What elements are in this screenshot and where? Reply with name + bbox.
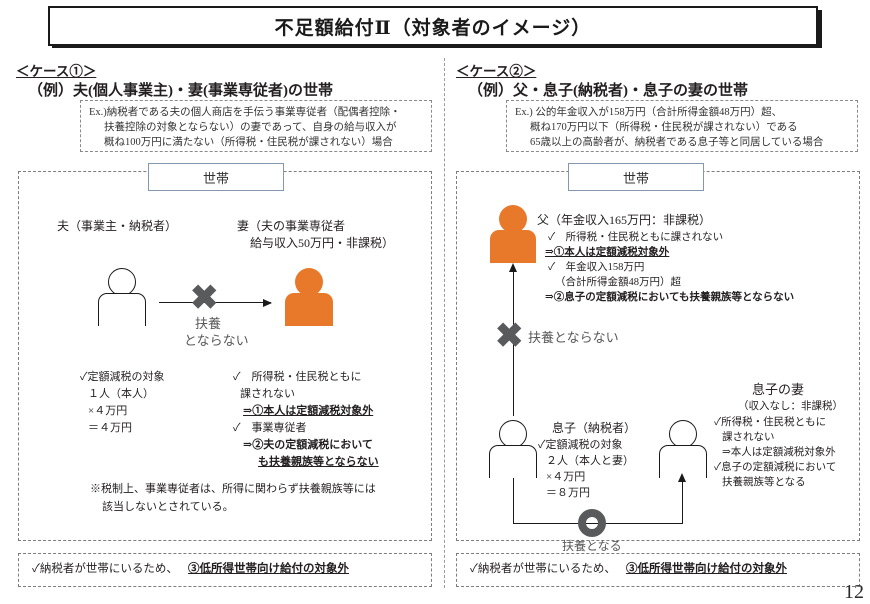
case2-father-figure: [490, 205, 536, 263]
case1-husband-label: 夫（事業主・納税者）: [57, 219, 178, 233]
case2-son-bullet-2: ２人（本人と妻）: [546, 455, 634, 467]
case1-household-tab: 世帯: [148, 163, 284, 191]
case1-left-bullet-4: ＝４万円: [88, 422, 132, 434]
case2-son-bullet-1: ✓定額減税の対象: [538, 439, 623, 451]
page-number: 12: [844, 581, 864, 603]
case2-father-bullet-4: （合計所得金額48万円）超: [555, 277, 681, 288]
case1-right-bullet-5: ⇒②夫の定額減税において: [243, 439, 373, 451]
case1-conclusion-panel: [18, 553, 432, 587]
case1-x-mark-icon: ✖: [190, 280, 219, 317]
case2-ex-line-1: Ex.) 公的年金収入が158万円（合計所得金額48万円）超、: [515, 107, 783, 118]
case1-ex-line-1: Ex.)納税者である夫の個人商店を手伝う事業専従者（配偶者控除・: [89, 107, 401, 118]
case1-right-bullet-3: ⇒①本人は定額減税対象外: [243, 405, 374, 417]
case2-wife-figure: [659, 420, 707, 478]
case1-right-bullet-4: ✓ 事業専従者: [233, 422, 307, 434]
case2-conclusion-panel: [456, 553, 860, 587]
case1-ex-line-3: 概ね100万円に満たない（所得税・住民税が課されない）場合: [104, 137, 393, 148]
case2-ex-line-2: 概ね170万円以下（所得税・住民税が課されない）である: [530, 122, 798, 133]
case2-conclusion-prefix: ✓納税者が世帯にいるため、: [470, 563, 616, 575]
case1-label: ＜ケース①＞: [16, 64, 97, 79]
case2-household-label: 世帯: [622, 170, 649, 186]
case1-note-line1: ※税制上、事業専従者は、所得に関わらず扶養親族等には: [90, 483, 376, 495]
case1-wife-label-line2: 給与収入50万円・非課税）: [250, 236, 395, 250]
case2-father-bullet-3: ✓ 年金収入158万円: [548, 262, 645, 273]
case2-wife-dependency-arrow: [677, 473, 686, 524]
case2-wife-bullet-4: ✓息子の定額減税において: [714, 462, 837, 473]
case2-wife-bullet-3: ⇒本人は定額減税対象外: [722, 447, 836, 458]
case2-conclusion-emphasis: ③低所得世帯向け給付の対象外: [626, 563, 787, 575]
case2-son-bullet-3: ×４万円: [546, 471, 586, 483]
page-title: 不足額給付Ⅱ（対象者のイメージ）: [274, 17, 592, 39]
case2-title: （例）父・息子(納税者)・息子の妻の世帯: [468, 83, 748, 99]
case2-son-title: 息子（納税者）: [552, 421, 637, 435]
case2-son-elbow-vertical: [513, 478, 514, 524]
case2-son-to-father-arrow: [508, 263, 517, 416]
column-divider: [444, 58, 445, 588]
case2-son-figure: [489, 420, 537, 478]
case1-title: （例）夫(個人事業主)・妻(事業専従者)の世帯: [28, 83, 333, 99]
case1-right-bullet-6: も扶養親族等とならない: [258, 456, 379, 468]
case2-father-title: 父（年金収入165万円：非課税）: [537, 213, 712, 227]
case1-relation-line2: とならない: [184, 333, 249, 348]
case1-left-bullet-2: １人（本人）: [88, 388, 154, 400]
case1-wife-label-line1: 妻（夫の事業専従者: [237, 219, 346, 233]
case1-conclusion-emphasis: ③低所得世帯向け給付の対象外: [188, 563, 349, 575]
case1-wife-figure: [285, 268, 333, 326]
case2-label: ＜ケース②＞: [456, 64, 537, 79]
case2-wife-bullet-5: 扶養親族等となる: [722, 477, 806, 488]
case1-ex-line-2: 扶養控除の対象とならない）の妻であって、自身の給与収入が: [104, 122, 397, 133]
case2-relation-x-label: 扶養とならない: [528, 330, 619, 345]
case2-son-bullet-4: ＝８万円: [546, 487, 590, 499]
case2-ex-line-3: 65歳以上の高齢者が、納税者である息子等と同居している場合: [530, 137, 824, 148]
case1-left-bullet-1: ✓定額減税の対象: [80, 371, 165, 383]
case2-wife-bullet-1: ✓所得税・住民税ともに: [714, 417, 827, 428]
case1-right-bullet-1: ✓ 所得税・住民税ともに: [233, 371, 362, 383]
case1-dependency-arrow: [159, 298, 272, 307]
case1-right-bullet-2: 課されない: [240, 388, 295, 400]
case1-left-bullet-3: ×４万円: [88, 405, 128, 417]
case1-husband-figure: [98, 268, 146, 326]
case1-household-label: 世帯: [202, 170, 229, 186]
case2-father-bullet-1: ✓ 所得税・住民税ともに課されない: [548, 232, 724, 243]
case2-wife-bullet-2: 課されない: [722, 432, 775, 443]
case1-conclusion-prefix: ✓納税者が世帯にいるため、: [32, 563, 178, 575]
case2-household-tab: 世帯: [568, 163, 704, 191]
case2-x-mark-icon: ✖: [495, 318, 524, 355]
case2-wife-subtitle: （収入なし：非課税）: [738, 401, 843, 412]
case1-example-box: Ex.)納税者である夫の個人商店を手伝う事業専従者（配偶者控除・ 扶養控除の対象…: [80, 100, 432, 152]
case1-relation-line1: 扶養: [195, 316, 222, 331]
case2-wife-title: 息子の妻: [752, 382, 805, 397]
slide-title-box: 不足額給付Ⅱ（対象者のイメージ）: [48, 6, 818, 46]
case2-relation-o-label: 扶養となる: [562, 539, 622, 553]
case2-father-bullet-2: ⇒①本人は定額減税対象外: [545, 247, 670, 258]
case1-note-line2: 該当しないとされている。: [102, 501, 234, 513]
case2-o-mark-icon: [578, 509, 606, 537]
case2-example-box: Ex.) 公的年金収入が158万円（合計所得金額48万円）超、 概ね170万円以…: [506, 100, 858, 152]
case2-father-bullet-5: ⇒②息子の定額減税においても扶養親族等とならない: [545, 292, 795, 303]
